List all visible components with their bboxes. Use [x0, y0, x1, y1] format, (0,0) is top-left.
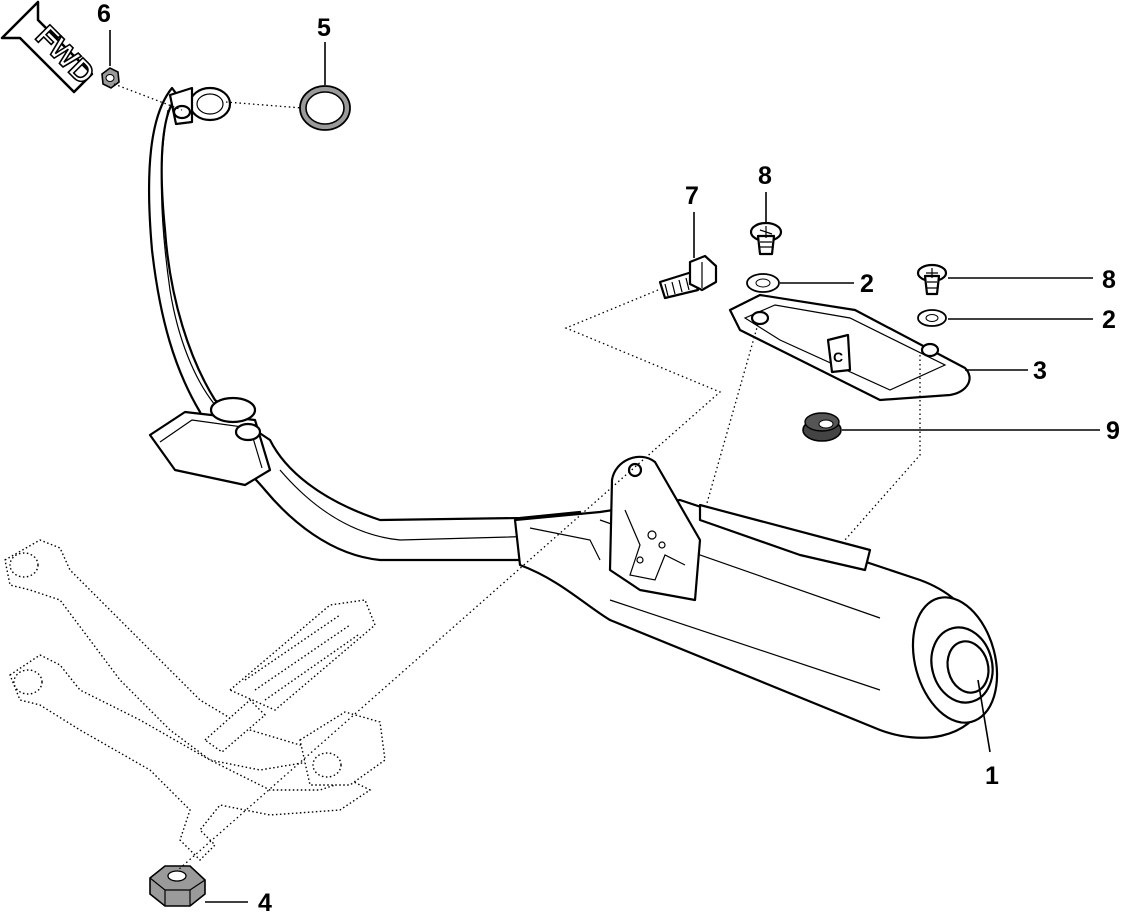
leader-lines: [109, 30, 1100, 903]
callout-4: 4: [258, 889, 272, 914]
washer-left: [746, 273, 780, 293]
callout-8-upper: 8: [758, 162, 772, 190]
screw-upper: [749, 221, 783, 256]
callout-9: 9: [1106, 417, 1120, 445]
gasket-ring: [299, 85, 351, 131]
heat-shield: C: [728, 293, 971, 402]
callout-2-right: 2: [1102, 306, 1116, 334]
callout-2-left: 2: [860, 270, 874, 298]
muffler: [513, 455, 999, 739]
fwd-arrow-icon: FWD: [0, 0, 101, 94]
hex-bolt: [658, 254, 718, 300]
callout-1: 1: [985, 762, 999, 790]
washer-right: [917, 309, 947, 327]
rubber-grommet: [802, 412, 842, 442]
screw-right: [916, 263, 948, 296]
frame-bracket-ghost: [4, 539, 386, 861]
callout-7: 7: [685, 182, 699, 210]
callout-labels: 6 5 7 8 8 2 2 3 9 1 4: [97, 0, 1120, 914]
hex-nut-large: [149, 865, 206, 907]
callout-3: 3: [1033, 357, 1047, 385]
callout-6: 6: [97, 0, 111, 28]
alignment-lines: [113, 83, 921, 871]
callout-5: 5: [317, 14, 331, 42]
exhaust-header-pipe: [147, 86, 582, 562]
callout-8-right: 8: [1102, 266, 1116, 294]
flange-nut-small: [101, 67, 120, 89]
svg-text:C: C: [833, 349, 843, 365]
